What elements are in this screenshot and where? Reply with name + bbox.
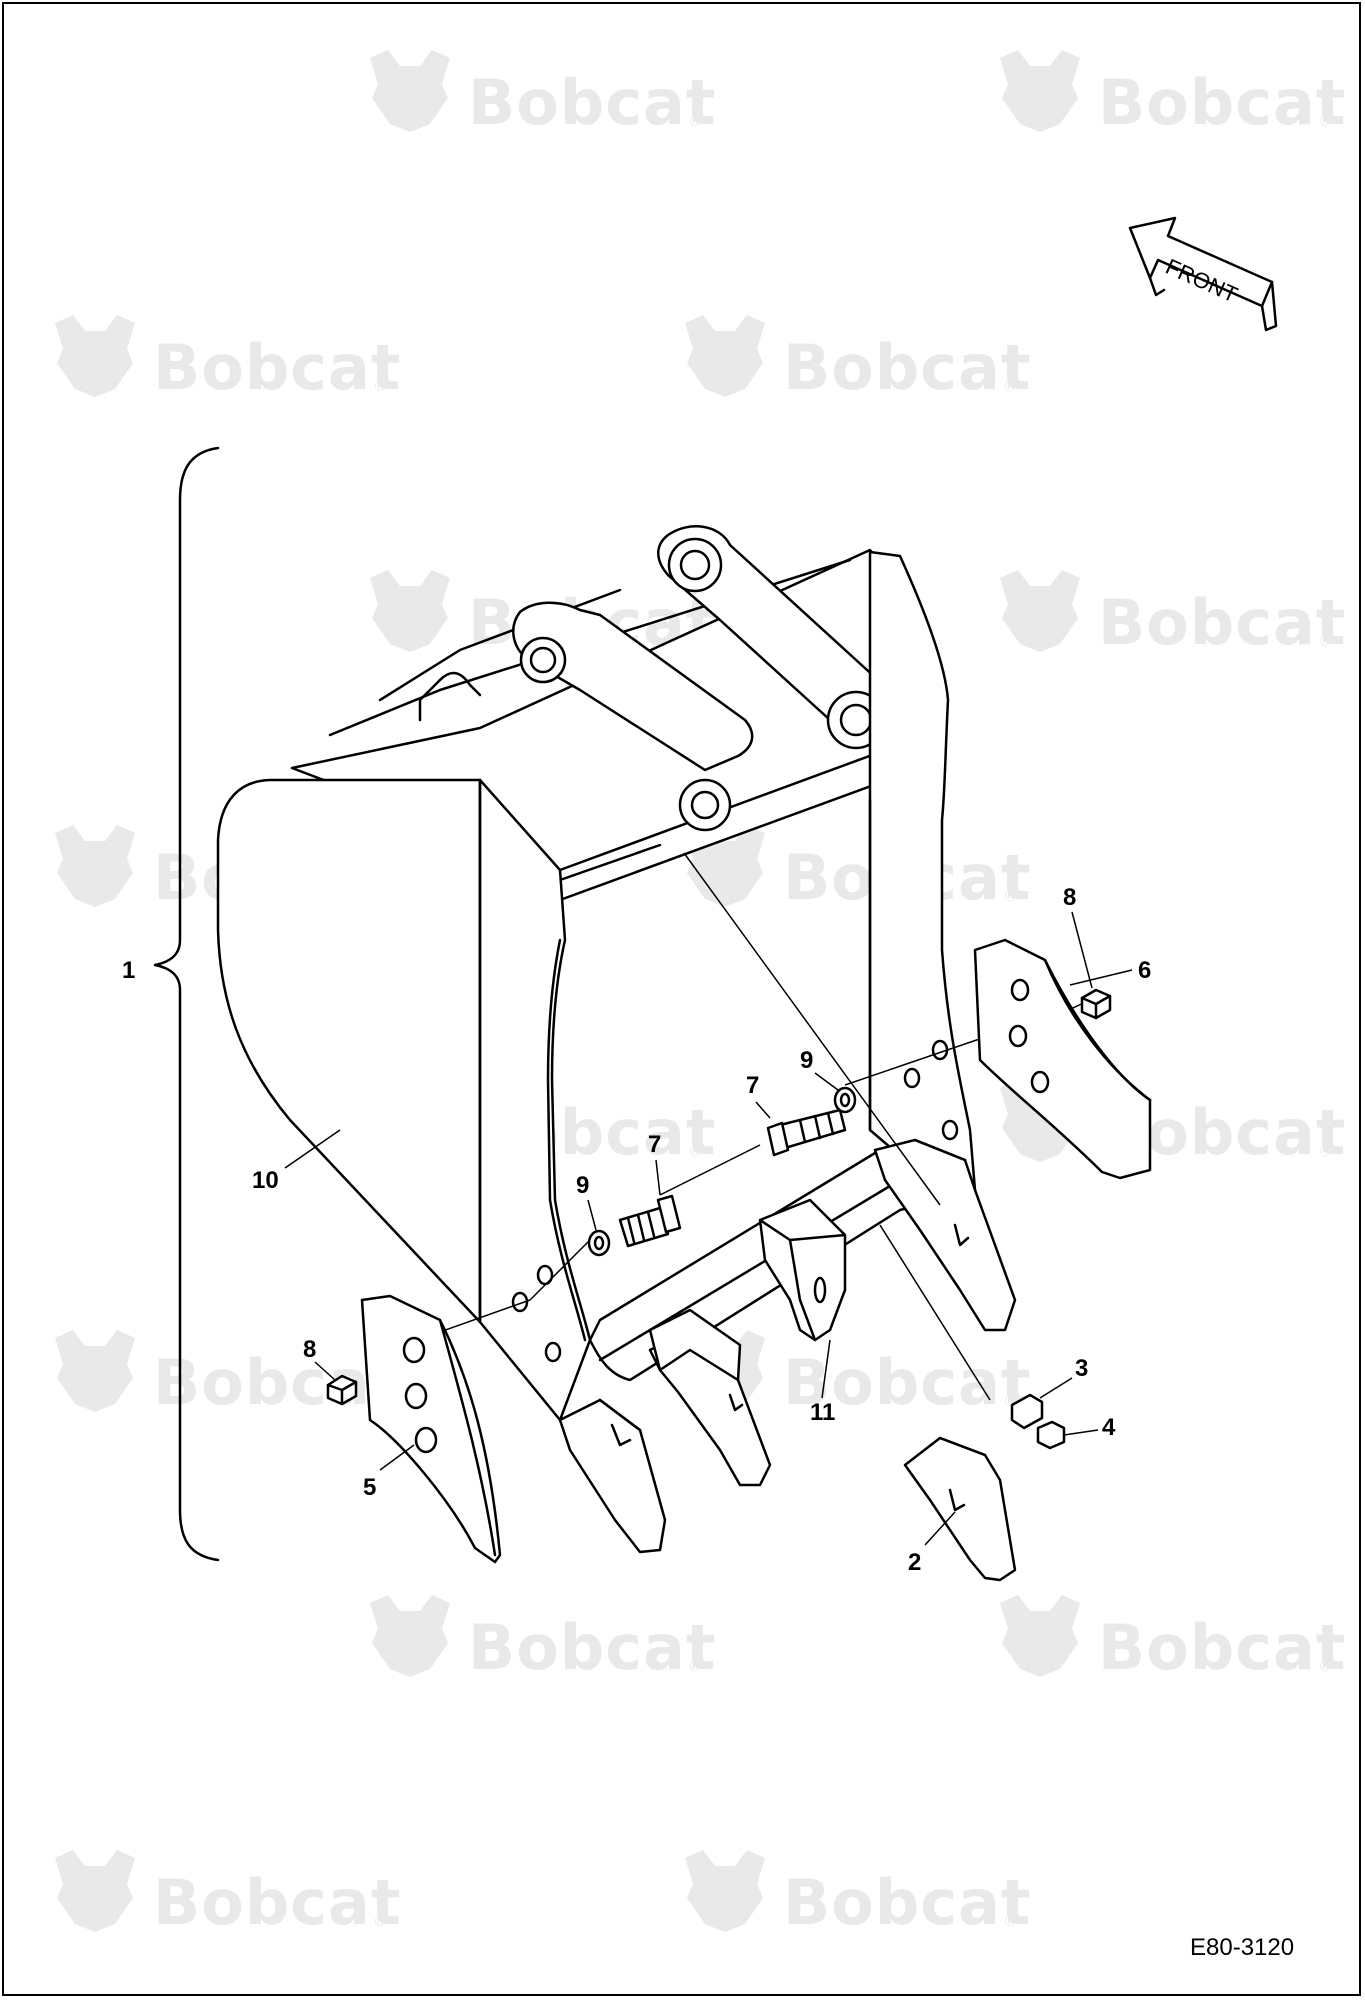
callouts: 1 2 3 4 5 6 7 7 8 8 9 9 10 11 xyxy=(122,884,1151,1576)
bobcat-watermark: Bobcat® xyxy=(1000,570,1346,659)
callout-7a: 7 xyxy=(746,1072,759,1099)
watermark-registered: ® xyxy=(1003,379,1017,395)
watermark-brand: Bobcat xyxy=(468,66,716,139)
callout-4: 4 xyxy=(1102,1414,1116,1441)
watermark-registered: ® xyxy=(688,1659,702,1675)
side-cutter-left xyxy=(360,1294,502,1564)
bobcat-logo-icon xyxy=(370,50,450,132)
front-arrow: FRONT xyxy=(1128,216,1278,332)
bobcat-watermark: Bobcat® xyxy=(685,825,1030,914)
bobcat-watermark: Bobcat® xyxy=(55,1330,401,1419)
bobcat-watermark: Bobcat® xyxy=(1000,1595,1346,1684)
watermark-registered: ® xyxy=(1318,1144,1332,1160)
watermark-brand: Bobcat xyxy=(1098,66,1346,139)
bobcat-logo-icon xyxy=(370,1595,450,1677)
bucket-assembly xyxy=(216,525,977,1422)
watermark-brand: Bobcat xyxy=(783,331,1031,404)
watermark-registered: ® xyxy=(1318,1659,1332,1675)
bucket-teeth xyxy=(558,1138,1017,1554)
bobcat-watermark: Bobcat® xyxy=(55,315,401,404)
callout-2: 2 xyxy=(908,1549,921,1576)
callout-9b: 9 xyxy=(576,1172,589,1199)
bobcat-logo-icon xyxy=(55,1330,135,1412)
bolt-upper xyxy=(766,1108,847,1157)
bobcat-logo-icon xyxy=(55,1850,135,1932)
bolt-lower xyxy=(618,1194,682,1248)
watermark-registered: ® xyxy=(688,1144,702,1160)
watermark-registered: ® xyxy=(373,1914,387,1930)
callout-7b: 7 xyxy=(648,1131,661,1158)
watermark-brand: Bobcat xyxy=(1098,586,1346,659)
assembly-brace xyxy=(153,446,220,1562)
drawing-code: E80-3120 xyxy=(1190,1934,1294,1961)
callout-8a: 8 xyxy=(1063,884,1076,911)
callout-1: 1 xyxy=(122,957,135,984)
watermark-brand: Bobcat xyxy=(153,1866,401,1939)
washers xyxy=(587,1086,857,1257)
tooth-point xyxy=(903,1436,1017,1582)
watermark-registered: ® xyxy=(688,114,702,130)
bobcat-logo-icon xyxy=(685,315,765,397)
side-cutter-right xyxy=(973,938,1152,1180)
bobcat-logo-icon xyxy=(685,1850,765,1932)
callout-6: 6 xyxy=(1138,957,1151,984)
bobcat-logo-icon xyxy=(370,570,450,652)
callout-3: 3 xyxy=(1075,1355,1088,1382)
watermark-brand: Bobcat xyxy=(153,331,401,404)
bobcat-logo-icon xyxy=(1000,50,1080,132)
watermark-registered: ® xyxy=(373,379,387,395)
bobcat-watermark: Bobcat® xyxy=(370,1595,716,1684)
bobcat-logo-icon xyxy=(1000,570,1080,652)
watermark-registered: ® xyxy=(1003,889,1017,905)
watermark-brand: Bobcat xyxy=(783,1866,1031,1939)
front-label: FRONT xyxy=(1162,254,1241,308)
bobcat-watermark: Bobcat® xyxy=(55,1850,401,1939)
watermark-brand: Bobcat xyxy=(153,1346,401,1419)
callout-5: 5 xyxy=(363,1474,376,1501)
callout-10: 10 xyxy=(252,1167,279,1194)
watermark-brand: Bobcat xyxy=(468,1611,716,1684)
bobcat-watermark: Bobcat® xyxy=(370,50,716,139)
callout-9a: 9 xyxy=(800,1047,813,1074)
bobcat-watermark: Bobcat® xyxy=(1000,50,1346,139)
bobcat-watermark: Bobcat® xyxy=(685,315,1031,404)
watermark-brand: Bobcat xyxy=(1098,1611,1346,1684)
callout-11: 11 xyxy=(810,1399,835,1426)
watermark-registered: ® xyxy=(1318,634,1332,650)
callout-8b: 8 xyxy=(303,1336,316,1363)
bobcat-watermark: Bobcat® xyxy=(685,1850,1031,1939)
bobcat-logo-icon xyxy=(55,315,135,397)
bobcat-logo-icon xyxy=(1000,1595,1080,1677)
tooth-pin-and-retainer xyxy=(1010,1393,1066,1450)
watermark-registered: ® xyxy=(1003,1914,1017,1930)
arrow-icon xyxy=(1128,216,1274,308)
bobcat-logo-icon xyxy=(55,825,135,907)
watermark-registered: ® xyxy=(1318,114,1332,130)
nuts xyxy=(326,988,1112,1406)
